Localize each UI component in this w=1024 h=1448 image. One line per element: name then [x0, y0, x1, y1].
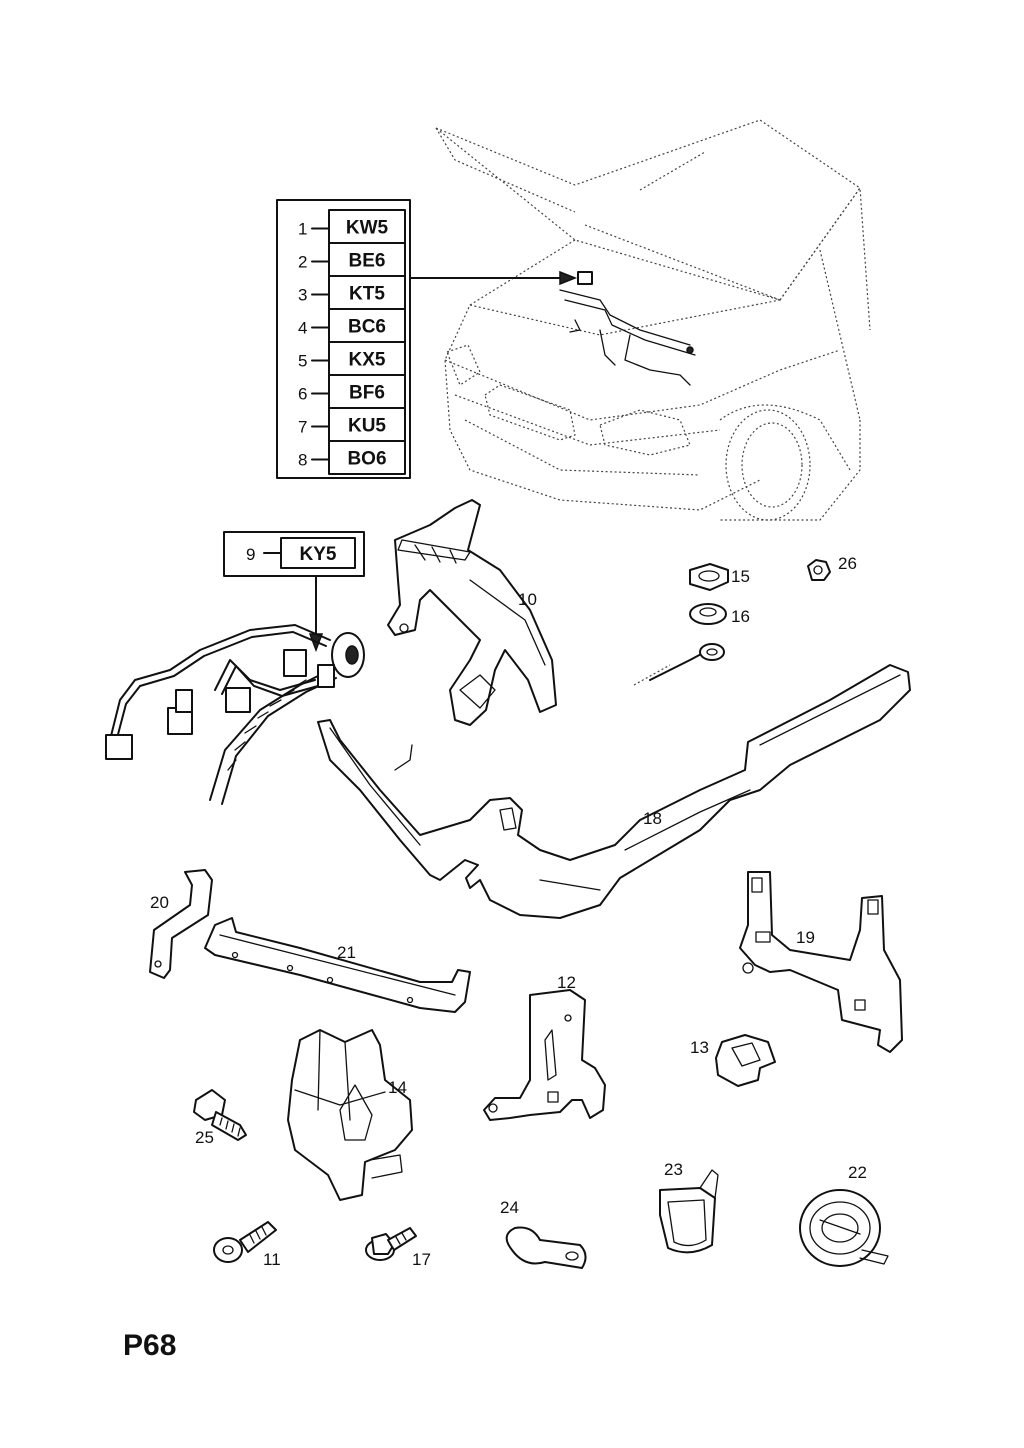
code-table-row: 1 KW5: [298, 209, 406, 244]
part-26-nut: [807, 559, 831, 581]
label-part-13: 13: [690, 1038, 709, 1057]
part-25-bolt: [193, 1089, 247, 1141]
code-row-number: 4: [298, 319, 307, 338]
code-table-row: 5 KX5: [298, 341, 406, 376]
code-row-number: 8: [298, 451, 307, 470]
part-12-cable-clip-bracket: [483, 989, 606, 1121]
part-23-band-clamp: [659, 1169, 719, 1254]
label-part-24: 24: [500, 1198, 519, 1217]
label-part-15: 15: [731, 567, 750, 586]
code-table-row: 7 KU5: [298, 407, 406, 442]
code-row-label: KW5: [346, 218, 389, 239]
page-id: P68: [123, 1329, 176, 1362]
part-16-washer: [689, 603, 727, 625]
code-row-label: BF6: [349, 383, 385, 404]
label-part-26: 26: [838, 554, 857, 573]
pointer-arrowhead: [559, 270, 578, 286]
code-table-row: 4 BC6: [298, 308, 406, 343]
harness-code-label: KY5: [300, 544, 337, 565]
part-15-nut: [689, 563, 729, 591]
label-part-18: 18: [643, 809, 662, 828]
code-table-row: 6 BF6: [298, 374, 406, 409]
harness-code-frame: [223, 531, 365, 577]
part-19-mounting-bracket: [739, 871, 903, 1053]
part-14-cable-holder: [287, 1029, 413, 1201]
code-row-label: BO6: [347, 449, 386, 470]
label-part-23: 23: [664, 1160, 683, 1179]
part-22-tape-roll: [799, 1189, 889, 1267]
part-17-screw-washer: [365, 1227, 417, 1261]
part-10-ducting-bracket: [387, 499, 557, 726]
label-part-22: 22: [848, 1163, 867, 1182]
code-table-row: 2 BE6: [298, 242, 406, 277]
code-table-row: 8 BO6: [298, 440, 406, 475]
code-row-number: 1: [298, 220, 307, 239]
code-row-number: 6: [298, 385, 307, 404]
harness-code-number: 9: [246, 545, 255, 564]
engine-wiring-harness: [105, 624, 365, 805]
part-20-bracket: [149, 869, 213, 979]
code-row-number: 7: [298, 418, 307, 437]
label-part-11: 11: [263, 1250, 281, 1269]
code-row-label: KX5: [349, 350, 386, 371]
code-row-label: BC6: [348, 317, 386, 338]
label-part-17: 17: [412, 1250, 431, 1269]
code-table: 1 KW5 2 BE6 3 KT5 4 BC6 5 KX5 6 BF6 7 KU5 8 BO6: [276, 199, 411, 479]
code-row-label: BE6: [349, 251, 386, 272]
label-part-14: 14: [388, 1078, 407, 1097]
label-part-16: 16: [731, 607, 750, 626]
code-row-label: KT5: [349, 284, 385, 305]
part-number-labels: 10 15 16 26 18 20 21 19 12 13 14 25 11 1…: [150, 554, 867, 1269]
label-part-12: 12: [557, 973, 576, 992]
label-part-19: 19: [796, 928, 815, 947]
cable-ring-terminal: [633, 643, 725, 686]
code-table-frame: [276, 199, 411, 479]
code-row-label: KU5: [348, 416, 386, 437]
part-18-cable-duct: [317, 664, 911, 919]
label-part-10: 10: [518, 590, 537, 609]
code-cell: [328, 440, 406, 475]
part-11-screw: [213, 1221, 277, 1263]
harness-code-box: 9 KY5: [223, 531, 365, 653]
code-row-number: 2: [298, 253, 307, 272]
code-table-row: 3 KT5: [298, 275, 406, 310]
code-row-number: 5: [298, 352, 307, 371]
code-row-number: 3: [298, 286, 307, 305]
label-part-20: 20: [150, 893, 169, 912]
part-13-clip: [715, 1034, 776, 1087]
label-part-21: 21: [337, 943, 356, 962]
label-part-25: 25: [195, 1128, 214, 1147]
car-outline-illustration: [435, 119, 871, 521]
part-24-p-clip: [505, 1226, 587, 1269]
part-21-support-rail: [204, 917, 471, 1013]
